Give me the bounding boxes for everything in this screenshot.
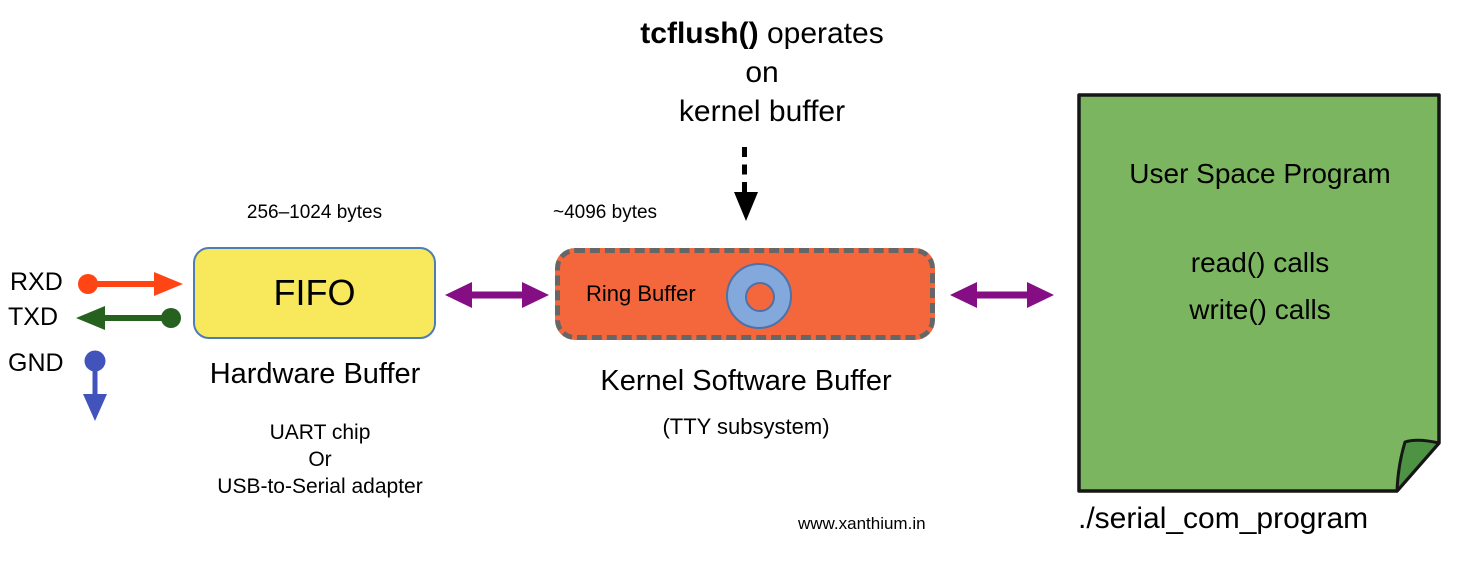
tcflush-dashed-arrow-icon bbox=[742, 147, 747, 192]
hardware-buffer-caption: Hardware Buffer bbox=[209, 358, 421, 390]
ring-buffer-icon bbox=[726, 263, 792, 329]
txd-pin-label: TXD bbox=[8, 303, 58, 331]
txd-arrow-icon bbox=[76, 306, 181, 330]
hardware-buffer-subcaption: UART chip Or USB-to-Serial adapter bbox=[217, 421, 423, 498]
kernel-buffer-box: Ring Buffer bbox=[555, 248, 935, 340]
write-calls-label: write() calls bbox=[1189, 294, 1331, 325]
gnd-arrow-icon bbox=[83, 350, 107, 421]
fifo-box: FIFO bbox=[193, 247, 436, 339]
fifo-box-label: FIFO bbox=[273, 272, 356, 313]
program-path-caption: ./serial_com_program bbox=[1078, 502, 1369, 535]
user-space-page-shape bbox=[1077, 93, 1441, 493]
read-calls-label: read() calls bbox=[1190, 247, 1330, 278]
fifo-kernel-bidir-arrow-icon bbox=[445, 282, 549, 308]
rxd-arrow-icon bbox=[78, 272, 183, 296]
page-fold-icon bbox=[1395, 438, 1441, 493]
tcflush-annotation: tcflush() operates on kernel buffer bbox=[560, 14, 964, 131]
ring-buffer-hole bbox=[745, 282, 775, 312]
kernel-size-label: ~4096 bytes bbox=[553, 202, 658, 223]
user-space-title: User Space Program bbox=[1129, 158, 1391, 189]
gnd-pin-label: GND bbox=[8, 349, 64, 377]
tcflush-annotation-line3: kernel buffer bbox=[678, 95, 846, 128]
tcflush-annotation-line1: tcflush() operates bbox=[640, 17, 884, 50]
tcflush-arrowhead-icon bbox=[734, 192, 758, 221]
rxd-pin-label: RXD bbox=[10, 268, 63, 296]
kernel-userspace-bidir-arrow-icon bbox=[950, 282, 1054, 308]
watermark-text: www.xanthium.in bbox=[798, 514, 926, 533]
tcflush-function-name: tcflush() bbox=[640, 17, 759, 50]
tcflush-annotation-line2: on bbox=[745, 56, 779, 89]
ring-buffer-label: Ring Buffer bbox=[586, 281, 696, 306]
hardware-size-label: 256–1024 bytes bbox=[246, 202, 383, 223]
tty-subsystem-label: (TTY subsystem) bbox=[662, 414, 830, 439]
kernel-buffer-caption: Kernel Software Buffer bbox=[600, 365, 892, 397]
